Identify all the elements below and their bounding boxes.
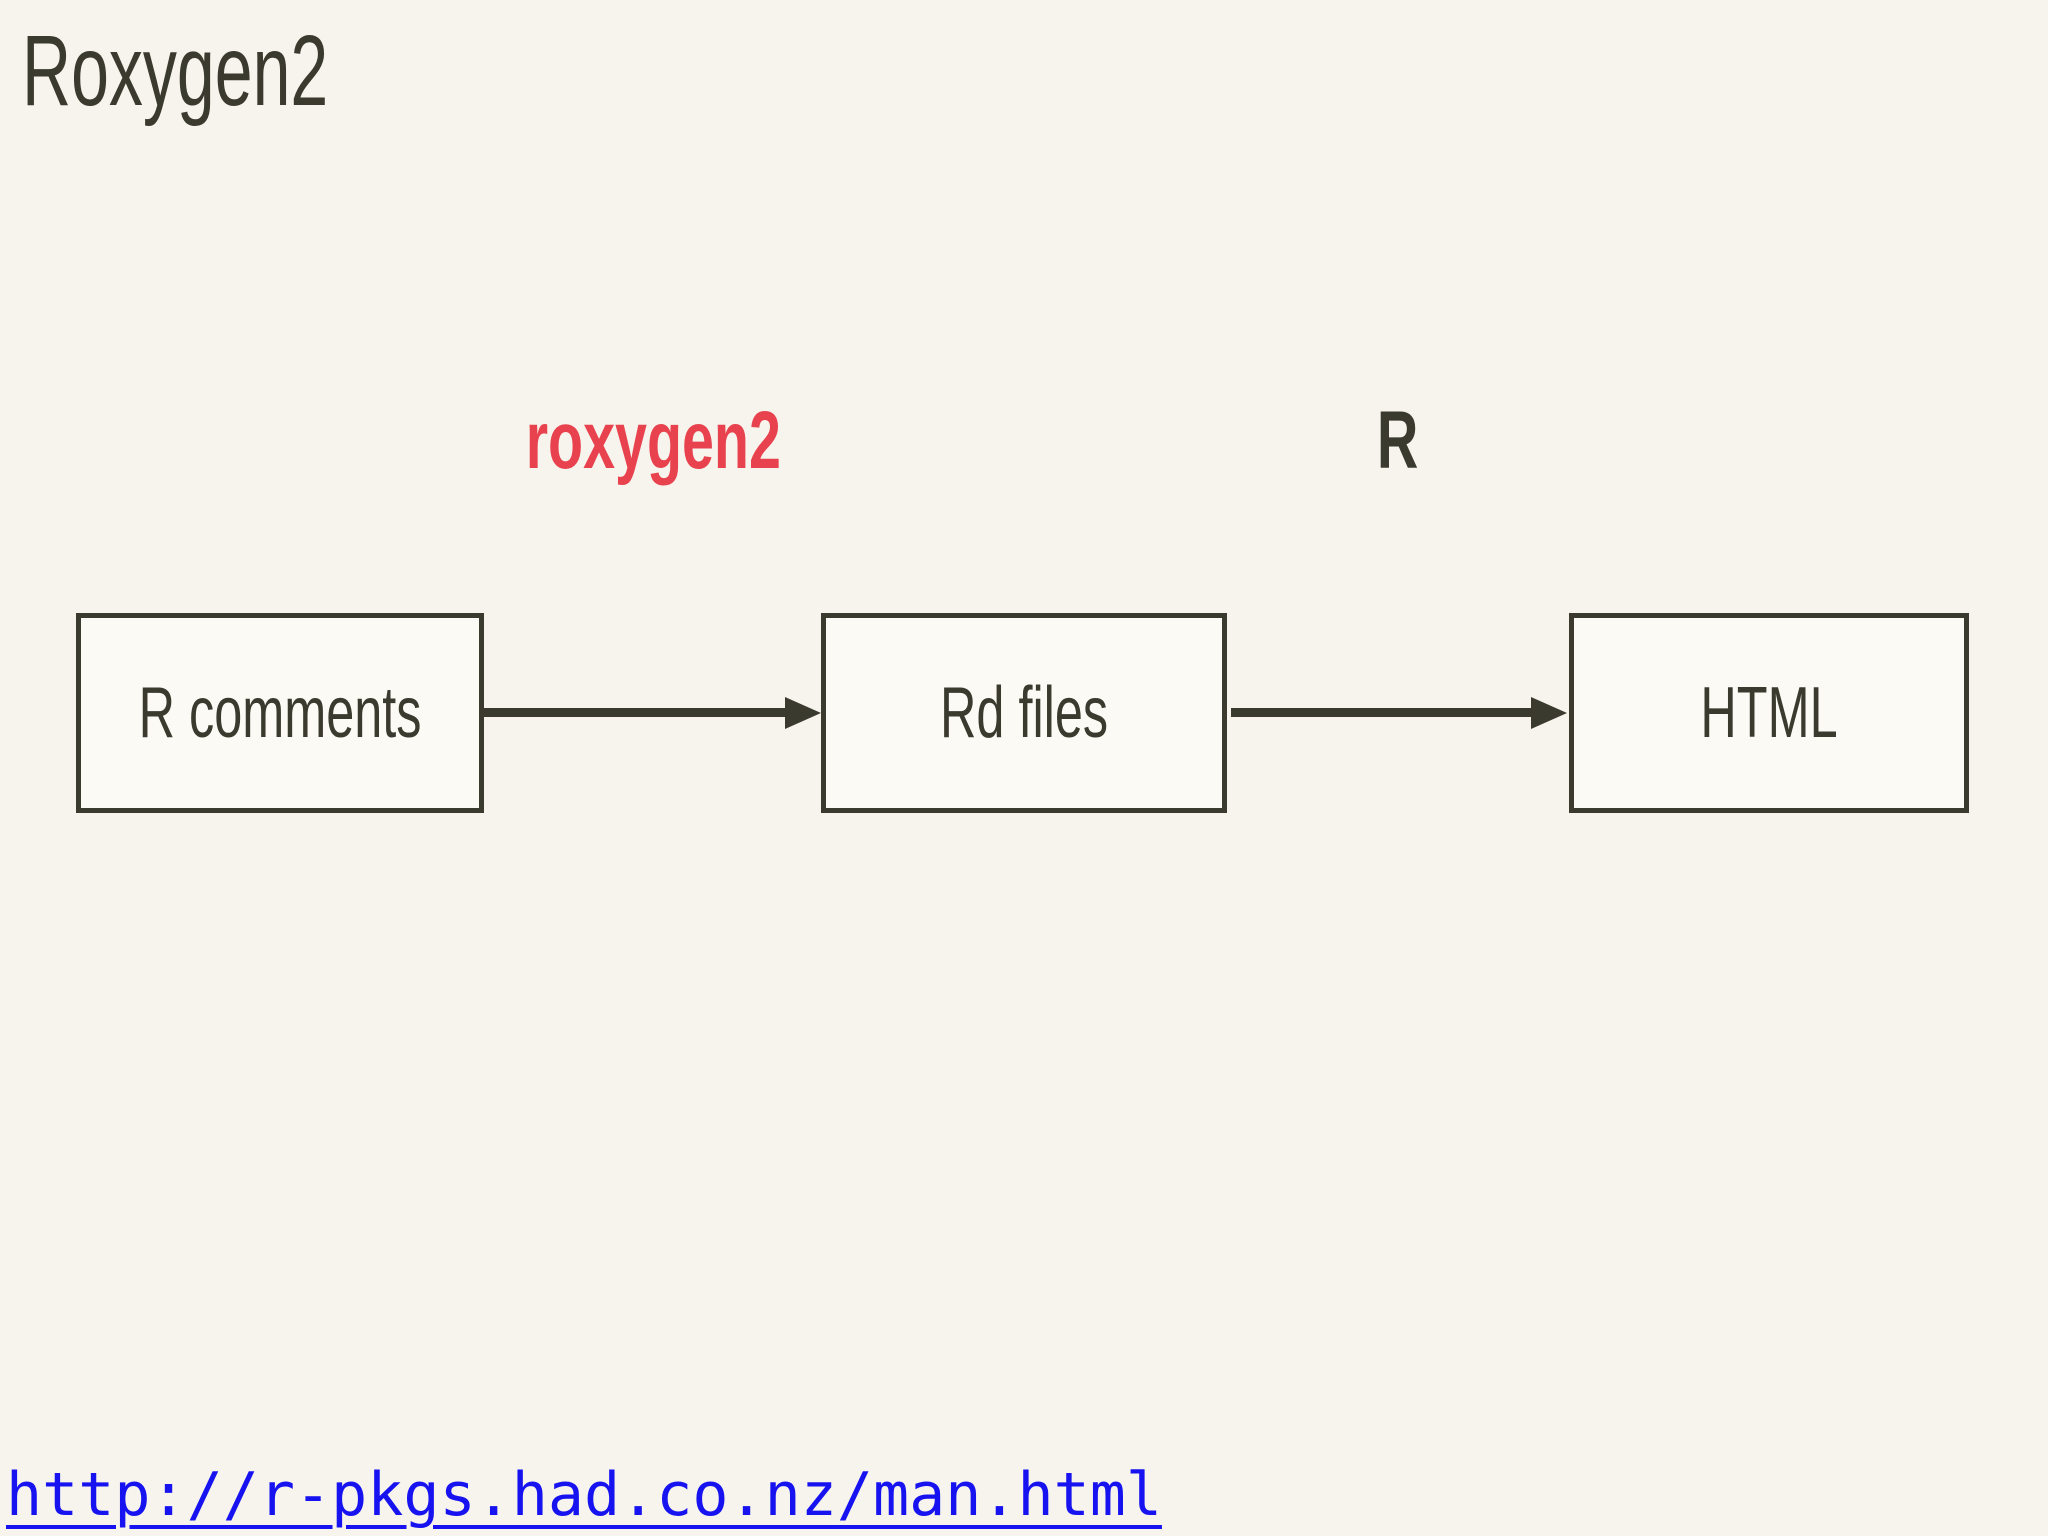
arrow-rd-files-to-html xyxy=(1231,696,1567,729)
arrowhead-icon xyxy=(1531,696,1567,729)
arrowhead-icon xyxy=(785,696,821,729)
node-rd-files-label: Rd files xyxy=(939,673,1109,753)
slide-title: Roxygen2 xyxy=(22,15,329,127)
node-html: HTML xyxy=(1569,613,1969,813)
footer-link[interactable]: http://r-pkgs.had.co.nz/man.html xyxy=(6,1460,1162,1530)
node-html-label: HTML xyxy=(1700,673,1838,753)
edge-label-roxygen2-text: roxygen2 xyxy=(525,395,781,486)
node-r-comments: R comments xyxy=(76,613,484,813)
node-rd-files: Rd files xyxy=(821,613,1227,813)
arrow-r-comments-to-rd-files xyxy=(484,696,821,729)
node-r-comments-label: R comments xyxy=(138,673,422,753)
edge-label-r: R xyxy=(1178,400,1618,482)
edge-label-r-text: R xyxy=(1377,395,1419,486)
edge-label-roxygen2: roxygen2 xyxy=(433,400,873,482)
